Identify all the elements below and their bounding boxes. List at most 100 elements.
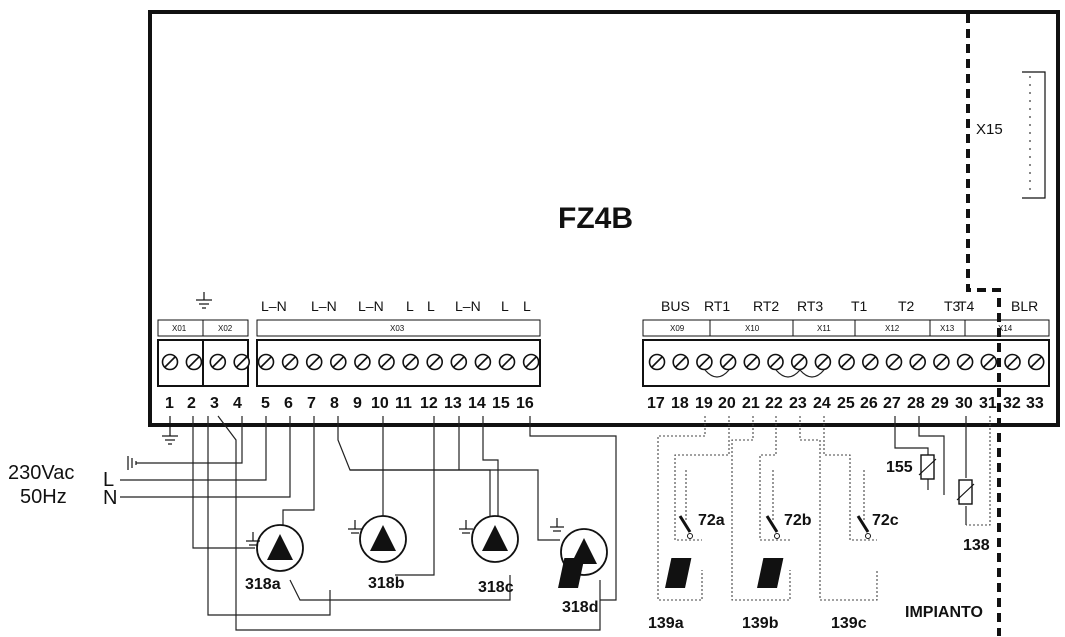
pump-318b-label: 318b (368, 575, 405, 592)
svg-text:29: 29 (931, 395, 949, 412)
pump-318b (348, 515, 407, 563)
svg-text:18: 18 (671, 395, 689, 412)
terminal-screw-slot (164, 356, 176, 368)
svg-text:8: 8 (330, 395, 339, 412)
svg-text:9: 9 (353, 395, 362, 412)
right-top-label: T2 (898, 298, 915, 314)
pump-318d-label: 318d (562, 599, 598, 616)
svg-text:24: 24 (813, 395, 831, 412)
ground-symbol-supply (127, 456, 137, 470)
terminal-screw-slot (380, 356, 393, 368)
svg-text:15: 15 (492, 395, 510, 412)
valve-139c-label: 139c (831, 615, 867, 632)
impianto-boundary (966, 14, 1001, 636)
sensor-155-label: 155 (886, 459, 913, 476)
connector-x01: X01 (172, 324, 187, 333)
terminal-screw-slot (236, 356, 248, 368)
thermostat-72c (856, 515, 871, 539)
terminal-screw-slot (429, 356, 441, 368)
terminal-screw-slot (888, 356, 900, 368)
thermostat-72b (765, 515, 780, 539)
left-terminal-screws (161, 353, 540, 371)
pump-318a (246, 524, 304, 572)
terminal-screw-slot (188, 356, 200, 368)
svg-text:3: 3 (210, 395, 219, 412)
connector-x11: X11 (817, 324, 831, 333)
terminal-screw-slot (1006, 356, 1019, 368)
terminal-screw-slot (453, 356, 465, 368)
svg-text:21: 21 (742, 395, 760, 412)
svg-text:5: 5 (261, 395, 270, 412)
x15-connector (1022, 71, 1046, 199)
svg-text:20: 20 (718, 395, 736, 412)
svg-text:25: 25 (837, 395, 855, 412)
svg-text:7: 7 (307, 395, 316, 412)
left-terminal-numbers: 1 2 3 4 5 6 7 8 9 10 11 12 13 14 15 16 (165, 395, 534, 412)
impianto-label: IMPIANTO (905, 604, 983, 621)
connector-x03: X03 (390, 324, 405, 333)
line-label: L (103, 469, 114, 491)
right-top-label: BLR (1011, 298, 1038, 314)
terminal-screw-slot (651, 356, 663, 368)
svg-text:19: 19 (695, 395, 713, 412)
svg-text:12: 12 (420, 395, 438, 412)
ground-symbol-terminal1 (162, 416, 178, 445)
thermostat-72a (678, 515, 693, 539)
svg-text:6: 6 (284, 395, 293, 412)
svg-text:14: 14 (468, 395, 486, 412)
terminal-screw-slot (935, 356, 947, 368)
svg-text:23: 23 (789, 395, 807, 412)
terminal-screw-slot (260, 356, 272, 368)
left-top-label: L–N (261, 298, 287, 314)
connector-x13: X13 (940, 324, 955, 333)
terminal-screw-slot (864, 356, 876, 368)
svg-text:11: 11 (395, 395, 412, 412)
svg-text:2: 2 (187, 395, 196, 412)
terminal-screw-slot (983, 356, 995, 368)
svg-text:10: 10 (371, 395, 389, 412)
svg-text:30: 30 (955, 395, 973, 412)
thermostat-72c-label: 72c (872, 512, 899, 529)
svg-text:16: 16 (516, 395, 534, 412)
right-terminal-screws (648, 353, 1045, 371)
svg-text:17: 17 (647, 395, 665, 412)
valve-139b-label: 139b (742, 615, 779, 632)
svg-text:13: 13 (444, 395, 462, 412)
connector-x02: X02 (218, 324, 233, 333)
right-top-label: RT2 (753, 298, 779, 314)
terminal-screw-slot (332, 356, 344, 368)
svg-text:28: 28 (907, 395, 925, 412)
svg-text:26: 26 (860, 395, 878, 412)
terminal-screw-slot (793, 356, 805, 368)
right-top-label: T1 (851, 298, 868, 314)
supply-voltage: 230Vac (8, 462, 74, 484)
right-top-label: T4 (958, 298, 975, 314)
supply-frequency: 50Hz (20, 486, 67, 508)
ground-symbol-top (196, 292, 212, 309)
terminal-screw-slot (722, 356, 734, 368)
svg-text:27: 27 (883, 395, 901, 412)
pump-318c (459, 515, 519, 563)
x15-label: X15 (976, 121, 1003, 138)
board-outline (148, 10, 1060, 427)
right-top-label: T3 (944, 298, 961, 314)
terminal-screw-slot (356, 356, 368, 368)
terminal-screw-slot (405, 356, 417, 368)
terminal-screw-slot (841, 356, 853, 368)
right-terminal-numbers: 17 18 19 20 21 22 23 24 25 26 27 28 29 3… (647, 395, 1044, 412)
terminal-screw-slot (477, 356, 489, 368)
thermostat-72b-label: 72b (784, 512, 812, 529)
board-title: FZ4B (558, 202, 633, 235)
left-top-label: L (501, 298, 509, 314)
neutral-label: N (103, 487, 117, 509)
svg-text:1: 1 (165, 395, 174, 412)
terminal-screw-slot (1030, 356, 1042, 368)
valve-139a-label: 139a (648, 615, 684, 632)
left-top-label: L–N (358, 298, 384, 314)
terminal-screw-slot (284, 356, 296, 368)
thermostat-72a-label: 72a (698, 512, 725, 529)
terminal-screw-slot (912, 356, 924, 368)
connector-x14: X14 (998, 324, 1013, 333)
connector-x12: X12 (885, 324, 900, 333)
left-top-label: L (523, 298, 531, 314)
